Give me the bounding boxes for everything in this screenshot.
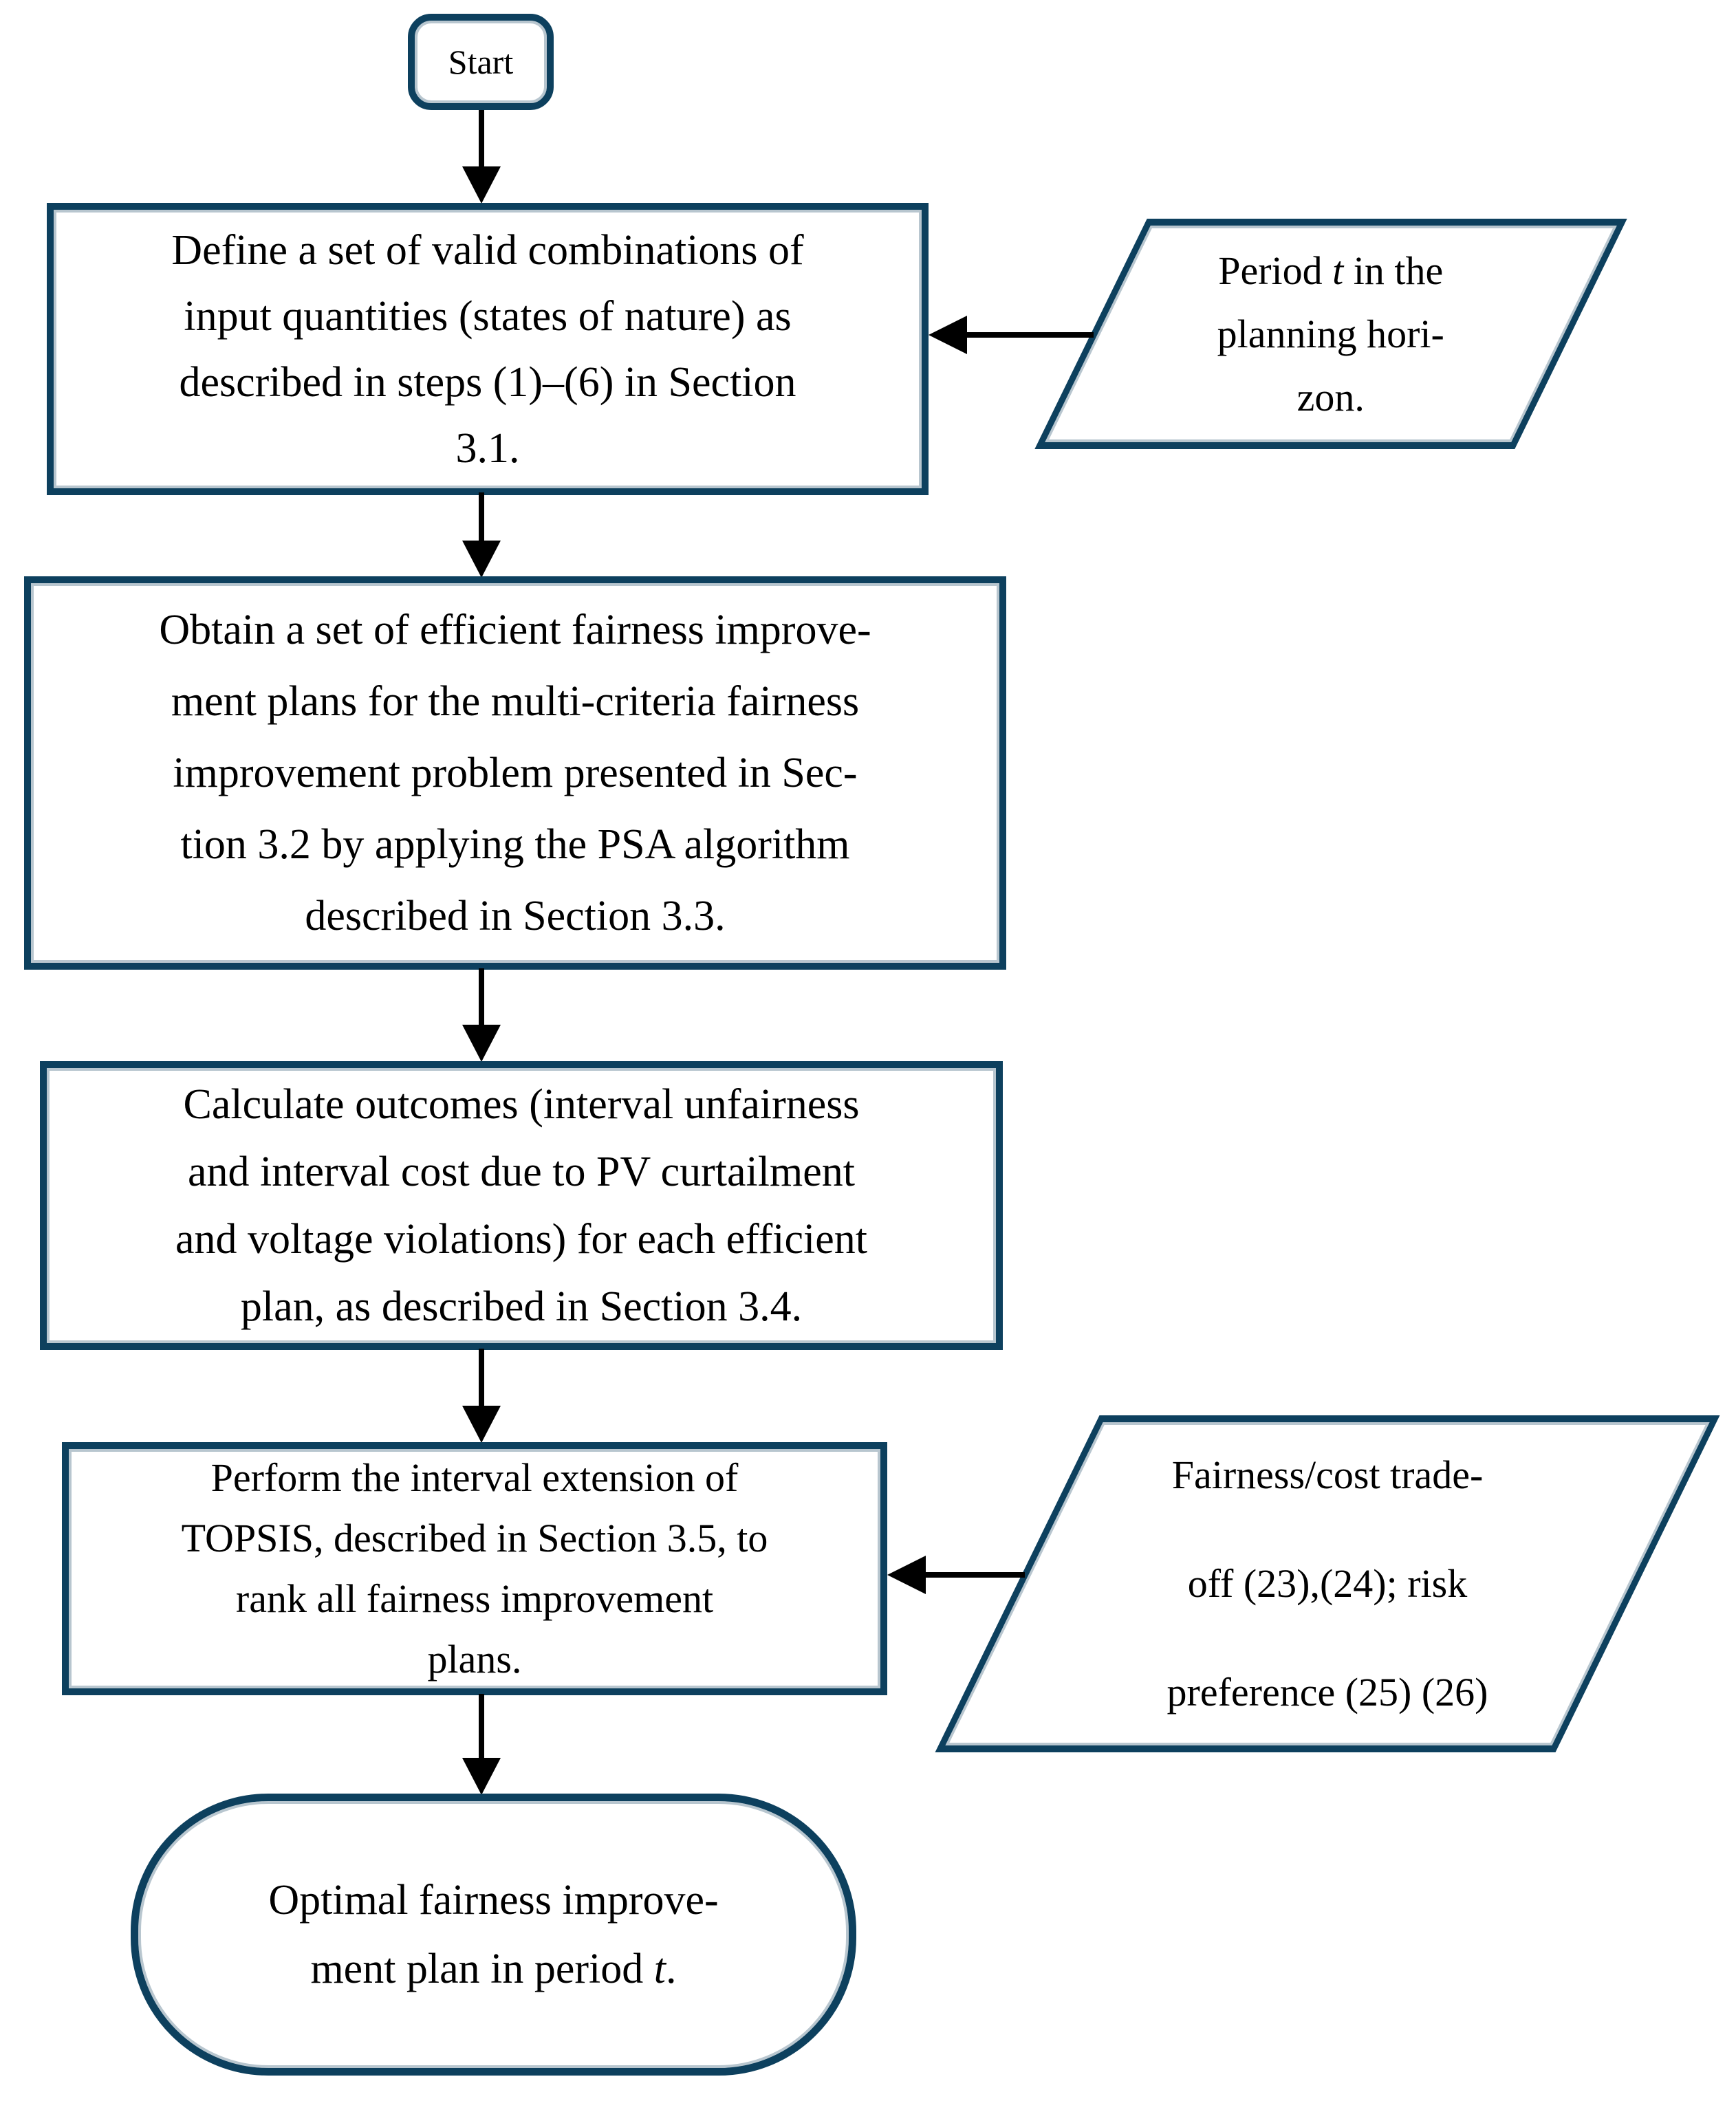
arrow-calculate-to-topsis (479, 1349, 484, 1407)
process-obtain-plans-text: Obtain a set of efficient fairness impro… (159, 607, 871, 939)
process-obtain-plans: Obtain a set of efficient fairness impro… (24, 576, 1006, 970)
terminator-optimal-plan-text: Optimal fairness improve-ment plan in pe… (268, 1877, 719, 1992)
arrowhead-topsis-to-optimal (462, 1758, 501, 1795)
arrowhead-period-to-define (929, 316, 967, 354)
arrow-tradeoff-to-topsis (924, 1572, 1025, 1578)
arrow-topsis-to-optimal (479, 1694, 484, 1759)
arrowhead-calculate-to-topsis (462, 1406, 501, 1443)
arrow-start-to-define (479, 110, 484, 168)
arrow-obtain-to-calculate (479, 968, 484, 1026)
arrowhead-start-to-define (462, 166, 501, 204)
arrowhead-define-to-obtain (462, 541, 501, 578)
terminator-optimal-plan: Optimal fairness improve-ment plan in pe… (131, 1794, 856, 2076)
arrowhead-obtain-to-calculate (462, 1025, 501, 1062)
arrowhead-tradeoff-to-topsis (887, 1556, 926, 1594)
start-label: Start (448, 43, 514, 81)
start-node: Start (408, 14, 554, 110)
arrow-period-to-define (966, 332, 1094, 338)
arrow-define-to-obtain (479, 492, 484, 542)
